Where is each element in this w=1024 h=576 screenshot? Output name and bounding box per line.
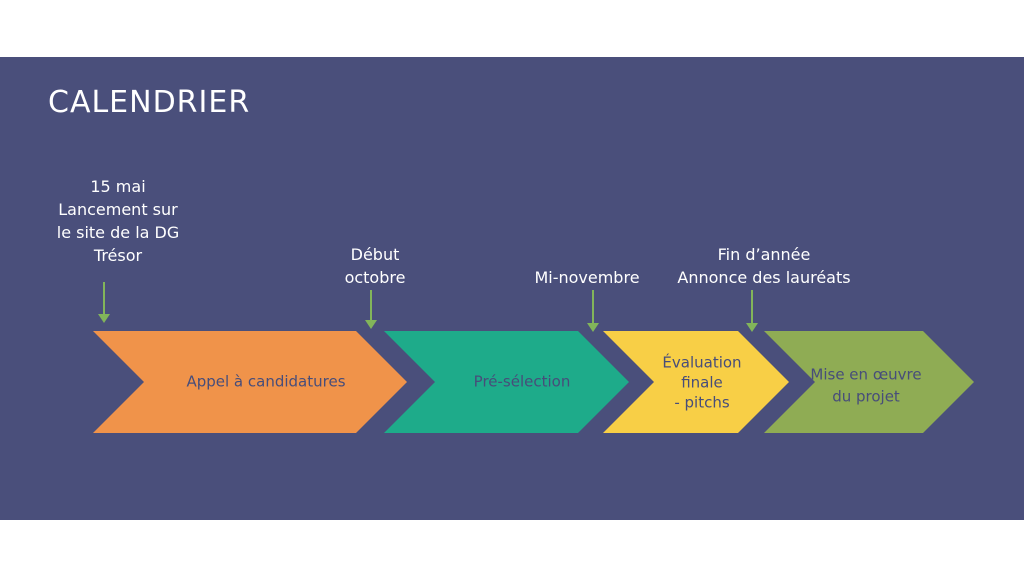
milestone-line: Fin d’année xyxy=(717,245,811,264)
milestone-arrow xyxy=(365,290,377,329)
milestone-line: Début xyxy=(350,245,400,264)
milestone-line: Lancement sur xyxy=(58,200,178,219)
phase-label-mise-1: Mise en œuvre xyxy=(810,366,921,384)
phase-label-appel: Appel à candidatures xyxy=(186,373,345,391)
phase-label-evaluation-2: finale xyxy=(681,374,723,392)
slide-title: CALENDRIER xyxy=(48,85,251,120)
phase-label-mise-2: du projet xyxy=(832,388,900,406)
phase-chevron-mise-en-oeuvre xyxy=(764,331,974,433)
milestone-line: Trésor xyxy=(93,246,143,265)
phase-label-preselection: Pré-sélection xyxy=(474,373,571,391)
milestone-lancement: 15 mai Lancement sur le site de la DG Tr… xyxy=(40,175,196,267)
milestone-line: Annonce des lauréats xyxy=(677,268,851,287)
milestone-mi-novembre: Mi-novembre xyxy=(522,266,652,289)
slide: CALENDRIER 15 mai Lancement sur le site … xyxy=(0,57,1024,520)
milestone-line: octobre xyxy=(344,268,406,287)
milestone-line: Mi-novembre xyxy=(534,268,640,287)
milestone-arrow xyxy=(587,290,599,332)
milestone-line: 15 mai xyxy=(90,177,146,196)
phase-label-evaluation-1: Évaluation xyxy=(662,353,741,372)
phase-chevron-appel xyxy=(93,331,407,433)
milestone-debut-octobre: Début octobre xyxy=(330,243,420,289)
milestone-arrow xyxy=(98,282,110,323)
phase-chevron-preselection xyxy=(384,331,629,433)
milestone-line: le site de la DG xyxy=(56,223,180,242)
phase-label-evaluation-3: - pitchs xyxy=(674,394,730,412)
milestone-arrow xyxy=(746,290,758,332)
milestone-fin-annee: Fin d’année Annonce des lauréats xyxy=(660,243,868,289)
timeline-diagram: Appel à candidatures Pré-sélection Évalu… xyxy=(93,282,974,433)
phase-chevron-evaluation xyxy=(603,331,789,433)
